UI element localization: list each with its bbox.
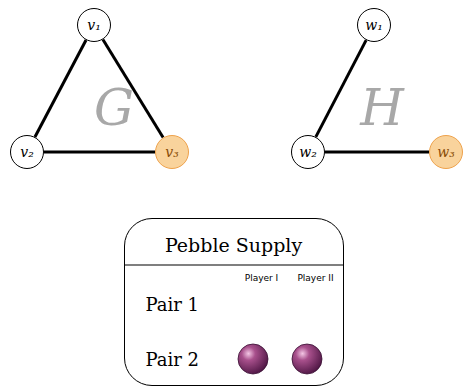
- vertex-label: v₃: [165, 144, 179, 160]
- vertex-circle: v₃: [155, 135, 189, 169]
- vertex-label: v₁: [87, 17, 101, 33]
- vertex-label: w₂: [299, 144, 317, 160]
- pebble: [238, 344, 268, 374]
- row-label: Pair 1: [146, 296, 200, 314]
- vertex-label: v₂: [20, 144, 34, 160]
- graph-edge: [316, 40, 366, 137]
- graph-edge: [35, 40, 86, 137]
- vertex-label: w₃: [437, 144, 455, 160]
- supply-heading: Pebble Supply: [165, 236, 302, 255]
- vertex-label: w₁: [365, 17, 383, 33]
- column-header: Player II: [297, 274, 333, 283]
- pebble: [292, 344, 322, 374]
- vertex-circle: w₁: [357, 8, 391, 42]
- graph-name: H: [360, 83, 404, 133]
- pebble-supply-box: Pebble SupplyPlayer I Player II Pair 1 Pair…: [124, 218, 344, 386]
- graph-edge: [44, 151, 155, 154]
- vertex-circle: w₂: [291, 135, 325, 169]
- header-rule: [125, 264, 343, 265]
- column-header: Player I: [245, 274, 279, 283]
- row-label: Pair 2: [146, 351, 200, 369]
- graph-name: G: [94, 83, 134, 133]
- vertex-circle: v₁: [77, 8, 111, 42]
- vertex-circle: w₃: [429, 135, 463, 169]
- graph-edge: [325, 151, 429, 154]
- vertex-circle: v₂: [10, 135, 44, 169]
